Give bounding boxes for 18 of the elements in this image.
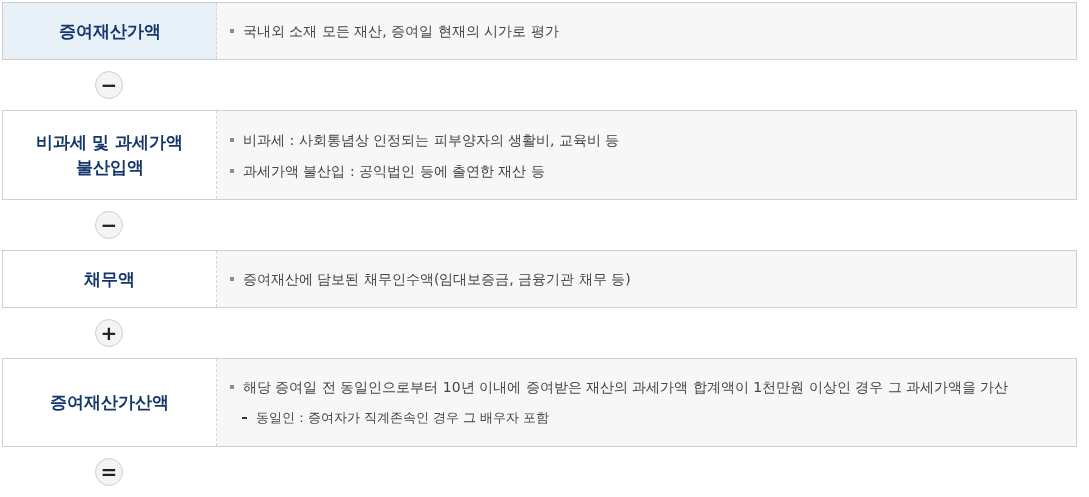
operator-sign: +: [95, 319, 123, 348]
note-text: 동일인 : 증여자가 직계존속인 경우 그 배우자 포함: [256, 409, 550, 427]
row-heading: 비과세 및 과세가액 불산입액: [34, 131, 185, 180]
operator-sign: −: [95, 71, 123, 100]
row-heading: 증여재산가산액: [50, 391, 169, 414]
bullet-text: 해당 증여일 전 동일인으로부터 10년 이내에 증여받은 재산의 과세가액 합계액이 1천만원 이상인 경우 그 과세가액을 가산: [243, 378, 1009, 397]
bullet-text: 비과세 : 사회통념상 인정되는 피부양자의 생활비, 교육비 등: [243, 130, 620, 150]
item-row: [2, 110, 1077, 200]
item-row: [2, 250, 1077, 309]
bullet-text: 과세가액 불산입 : 공익법인 등에 출연한 재산 등: [243, 161, 545, 181]
row-heading: 채무액: [84, 267, 135, 291]
bullet-text: 국내외 소재 모든 재산, 증여일 현재의 시가로 평가: [243, 22, 559, 42]
item-row: [2, 358, 1077, 447]
operator-sign: =: [95, 457, 123, 486]
item-row: [2, 2, 1077, 61]
operator-sign: −: [95, 210, 123, 239]
row-heading: 증여재산가액: [58, 19, 161, 43]
bullet-text: 증여재산에 담보된 채무인수액(임대보증금, 금융기관 채무 등): [243, 270, 631, 289]
